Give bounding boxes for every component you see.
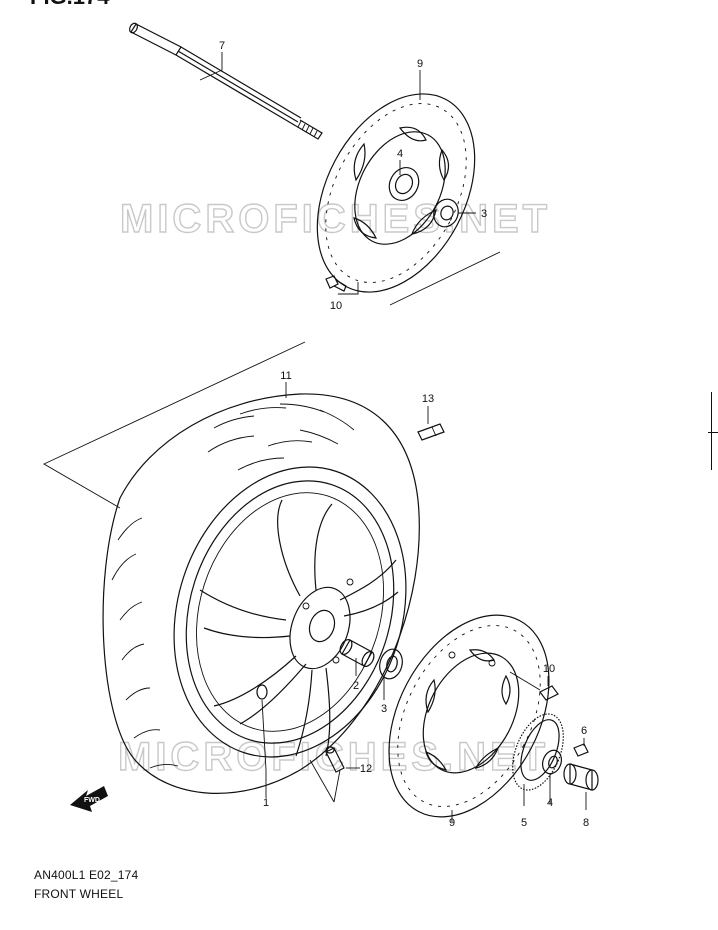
leader-lines xyxy=(199,52,587,822)
callout-11: 11 xyxy=(280,370,291,382)
rotor-screw xyxy=(573,743,589,757)
disc-bolt-top xyxy=(325,275,347,292)
forward-arrow-icon: FWD xyxy=(70,786,108,812)
brake-disc-bottom xyxy=(388,614,550,818)
callout-9-top: 9 xyxy=(417,58,423,70)
axle-spacer xyxy=(339,639,375,667)
callout-1: 1 xyxy=(263,797,269,809)
bearing-top xyxy=(433,198,459,228)
fwd-label: FWD xyxy=(84,797,100,804)
tire-valve xyxy=(325,746,345,773)
callout-5: 5 xyxy=(521,817,527,829)
edge-crop-mark xyxy=(711,392,718,470)
watermark-top: MICROFICHES.NET xyxy=(120,197,551,241)
callout-4-bottom: 4 xyxy=(547,797,553,809)
callout-4-top: 4 xyxy=(397,148,403,160)
oil-seal-bottom xyxy=(541,749,563,775)
callout-13: 13 xyxy=(422,393,434,405)
callout-numbers: 7 9 4 3 10 11 13 2 3 10 6 12 1 9 5 4 8 xyxy=(219,40,589,829)
front-axle-shaft xyxy=(129,22,323,140)
brake-disc-top xyxy=(316,93,476,293)
callout-2: 2 xyxy=(353,680,359,692)
callout-8: 8 xyxy=(583,817,589,829)
wheel-collar xyxy=(563,763,599,791)
explode-guide-lines xyxy=(43,251,501,509)
callout-3-bottom: 3 xyxy=(381,703,387,715)
diagram-title: FRONT WHEEL xyxy=(34,887,124,901)
disc-bolt-bottom xyxy=(509,671,559,701)
callout-12: 12 xyxy=(360,763,372,775)
edge-tick-mark xyxy=(708,432,718,433)
callout-9-bottom: 9 xyxy=(449,817,455,829)
callout-10-top: 10 xyxy=(330,300,342,312)
balance-weight xyxy=(417,423,445,441)
watermark-bottom: MICROFICHES.NET xyxy=(118,735,549,779)
figure-number: FIG.174 xyxy=(30,0,110,9)
model-code: AN400L1 E02_174 xyxy=(34,868,139,882)
wheel-and-tire xyxy=(102,393,420,794)
callout-10-bottom: 10 xyxy=(543,663,555,675)
callout-7: 7 xyxy=(219,40,225,52)
callout-3-top: 3 xyxy=(481,208,487,220)
bearing-bottom xyxy=(379,648,403,680)
callout-6: 6 xyxy=(581,725,587,737)
